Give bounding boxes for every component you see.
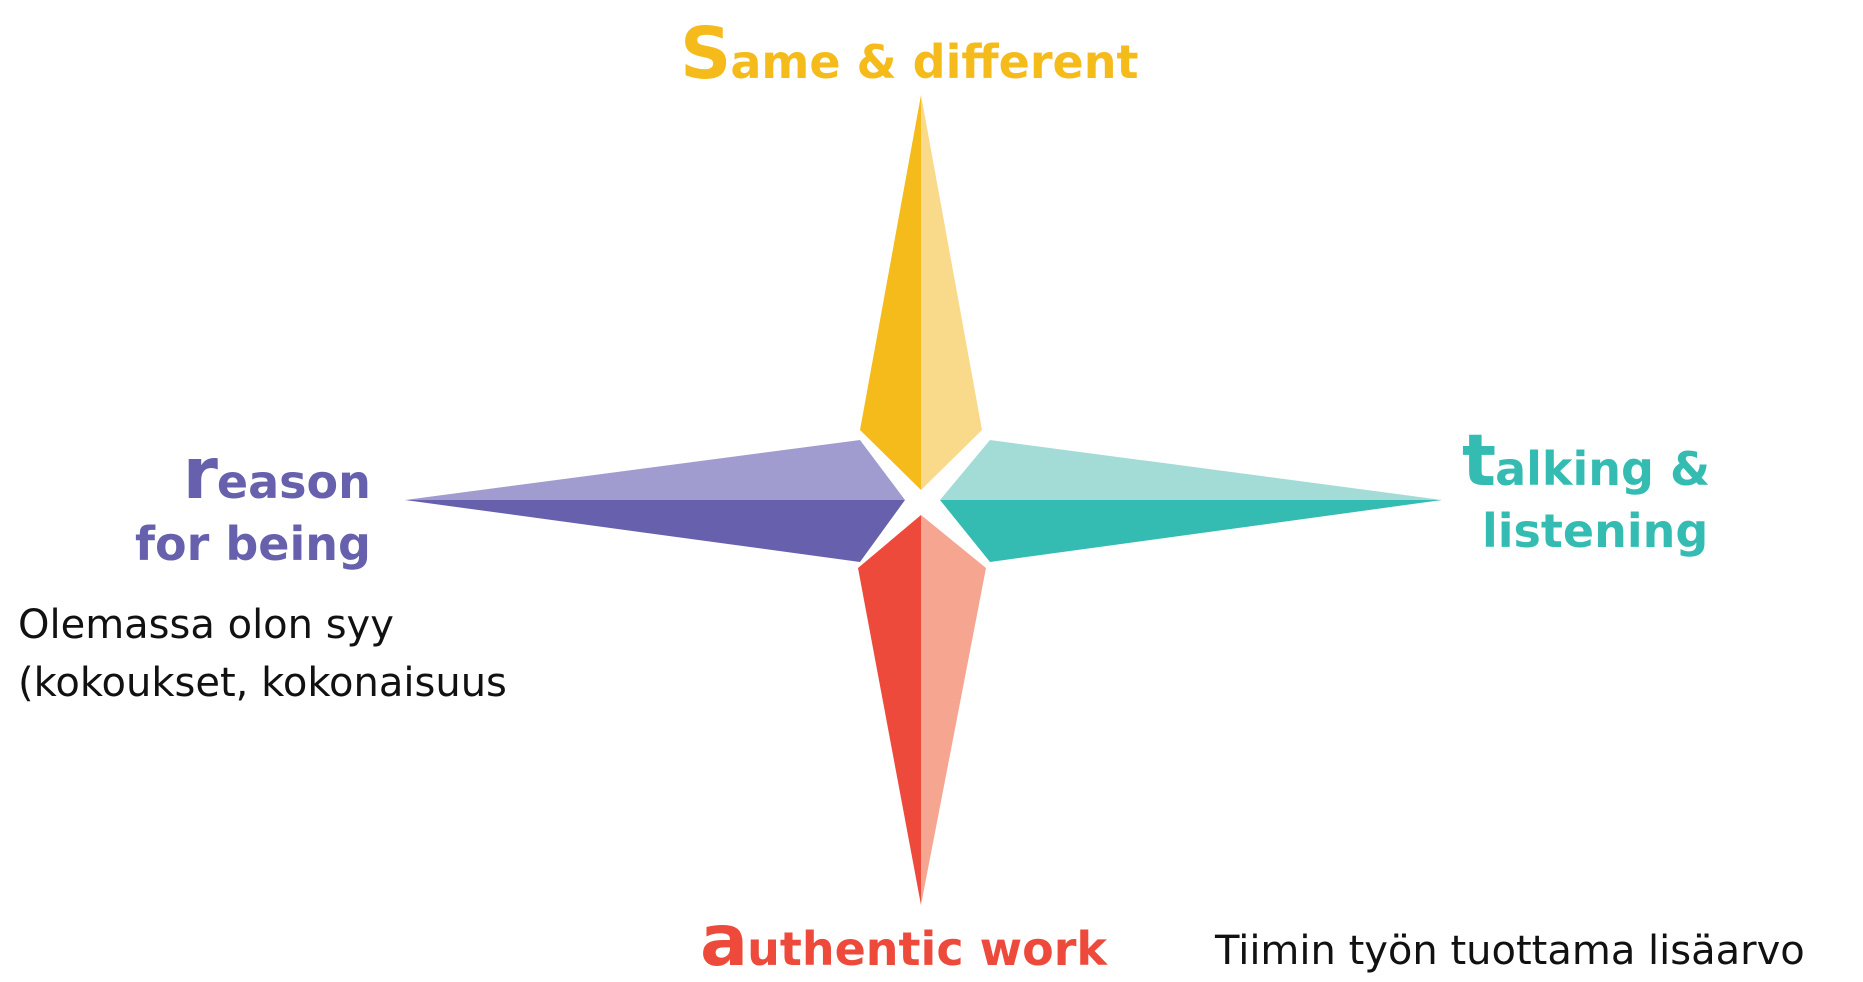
label-talking-line2: listening xyxy=(1482,504,1709,559)
star-point-left-dark xyxy=(405,500,905,562)
label-reason-line2: for being xyxy=(135,517,371,572)
star-point-top-light xyxy=(921,95,982,490)
label-text-same-different: ame & different xyxy=(730,35,1139,89)
star-point-right-dark xyxy=(940,500,1442,562)
note-bottom-right-text: Tiimin työn tuottama lisäarvo xyxy=(1215,928,1805,974)
note-left-line1: Olemassa olon syy xyxy=(18,602,394,648)
label-initial-t: t xyxy=(1462,419,1496,502)
label-initial-a: a xyxy=(700,899,748,982)
star-point-left-light xyxy=(405,440,905,500)
note-left: Olemassa olon syy (kokoukset, kokonaisuu… xyxy=(18,596,507,712)
star-point-top-dark xyxy=(860,95,921,490)
star-point-bottom-light xyxy=(921,515,986,905)
label-reason-line1: reason xyxy=(135,438,371,509)
star-point-right-light xyxy=(940,440,1442,500)
note-left-line2: (kokoukset, kokonaisuus xyxy=(18,660,507,706)
label-authentic-work: authentic work xyxy=(700,905,1107,976)
note-bottom-right: Tiimin työn tuottama lisäarvo xyxy=(1215,922,1805,980)
label-initial-r: r xyxy=(182,432,218,515)
label-text-alking: alking & xyxy=(1495,442,1711,496)
label-initial-s: S xyxy=(680,12,731,95)
label-same-and-different: Same & different xyxy=(680,18,1138,89)
label-talking-line1: talking & xyxy=(1462,425,1710,496)
label-text-uthentic-work: uthentic work xyxy=(747,922,1107,976)
label-reason-for-being: reason for being xyxy=(135,438,371,567)
star-point-bottom-dark xyxy=(858,515,921,905)
label-text-eason: eason xyxy=(216,455,371,509)
label-talking-and-listening: talking & listening xyxy=(1462,425,1710,554)
